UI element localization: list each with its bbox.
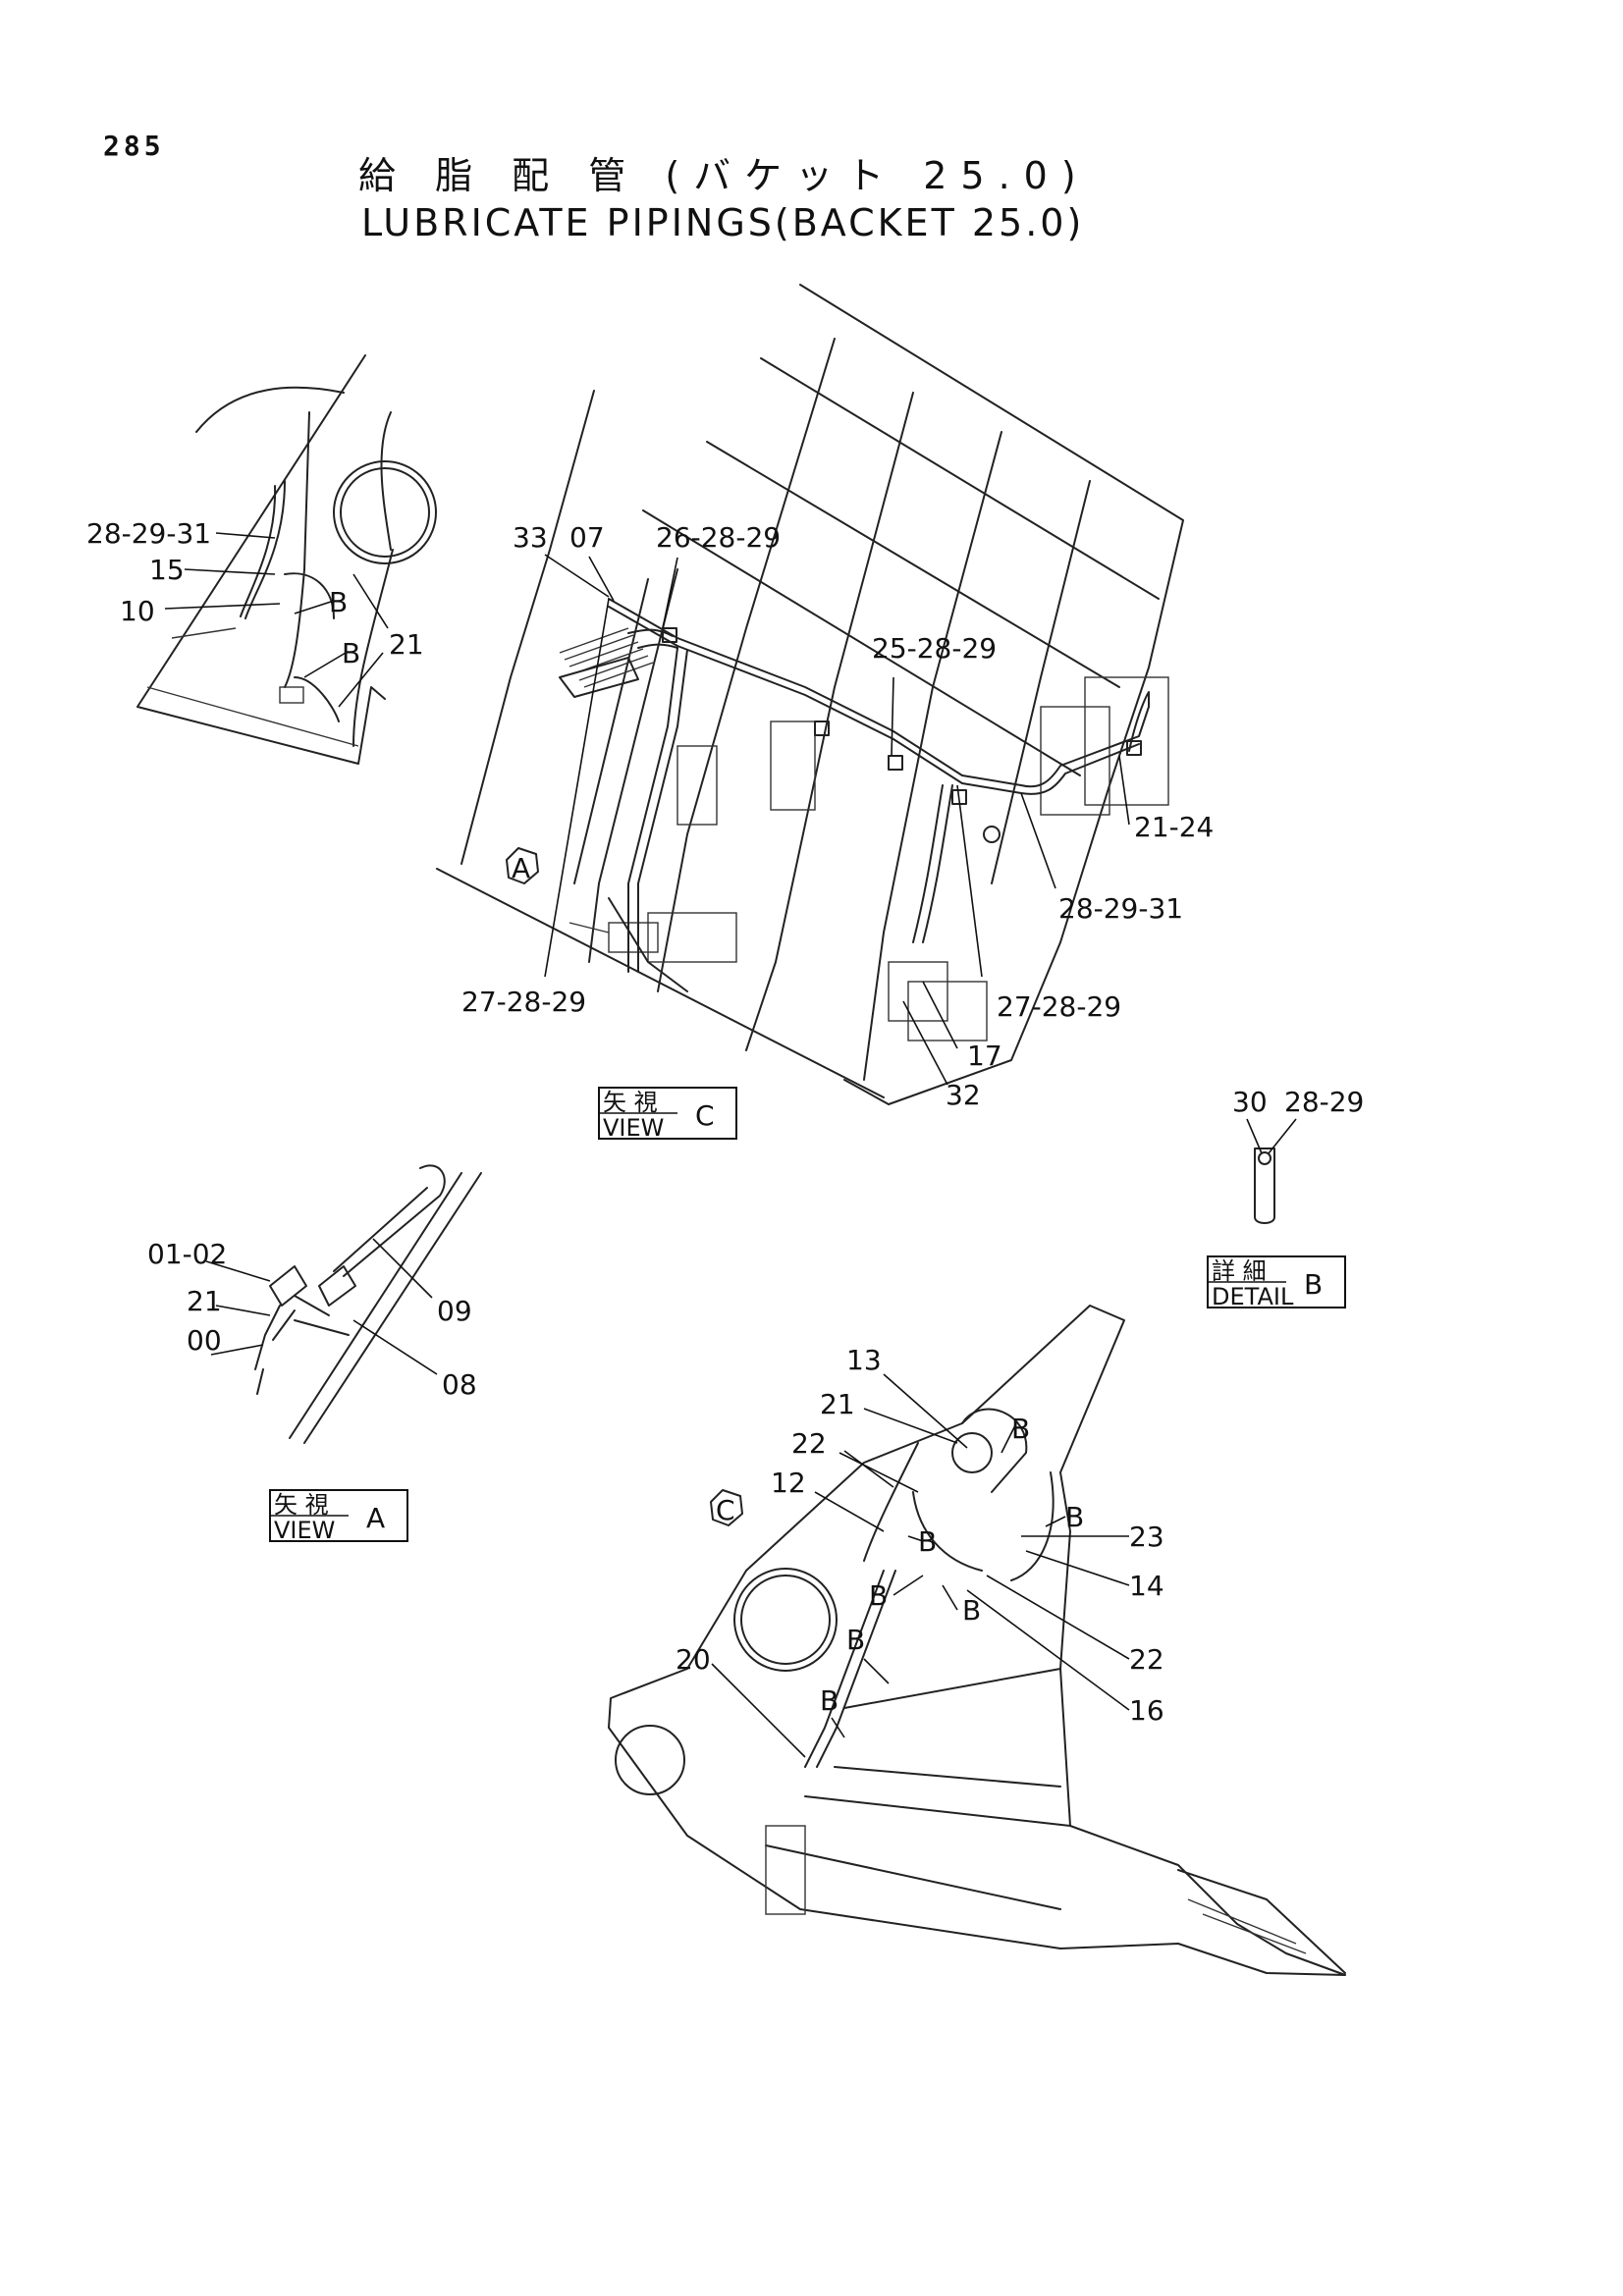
title-japanese: 給 脂 配 管 (バケット 25.0) — [358, 154, 1090, 197]
label-21-view-a: 21 — [187, 1285, 222, 1317]
label-30: 30 — [1232, 1086, 1268, 1118]
label-28-29-31-center: 28-29-31 — [1058, 892, 1183, 925]
page-number: 285 — [103, 130, 165, 162]
label-b-left-1: B — [329, 586, 348, 618]
label-22-lower: 22 — [1129, 1643, 1164, 1676]
label-26-28-29: 26-28-29 — [656, 521, 781, 554]
view-c-marker: C — [710, 1489, 743, 1526]
label-27-28-29-left: 27-28-29 — [461, 986, 586, 1018]
view-c-jp: 矢 視 — [603, 1089, 658, 1116]
label-00: 00 — [187, 1324, 222, 1357]
label-23: 23 — [1129, 1521, 1164, 1553]
view-c-letter: C — [695, 1099, 715, 1132]
view-c-marker-letter: C — [716, 1494, 735, 1526]
label-b-bucket-1: B — [1011, 1413, 1030, 1445]
view-a-en: VIEW — [274, 1517, 335, 1544]
labels-view-a: 01-02 21 00 09 08 — [147, 1238, 477, 1401]
labels-detail-b: 30 28-29 — [1232, 1086, 1364, 1118]
label-01-02: 01-02 — [147, 1238, 227, 1270]
label-b-bucket-5: B — [962, 1594, 981, 1627]
label-27-28-29-right: 27-28-29 — [997, 990, 1121, 1023]
view-c-en: VIEW — [603, 1114, 664, 1142]
label-b-left-2: B — [342, 637, 360, 669]
labels-bucket: 13 21 22 12 B B B 23 B 14 B B 22 20 B 16 — [676, 1344, 1164, 1727]
detail-b-caption: 詳 細 DETAIL B — [1207, 1255, 1346, 1310]
detail-b-jp: 詳 細 — [1212, 1257, 1267, 1285]
label-b-bucket-7: B — [820, 1684, 839, 1717]
detail-b-en: DETAIL — [1212, 1283, 1294, 1310]
label-07: 07 — [569, 521, 605, 554]
view-a-marker: A — [506, 847, 539, 884]
view-a-caption: 矢 視 VIEW A — [269, 1489, 408, 1544]
label-16: 16 — [1129, 1694, 1164, 1727]
label-b-bucket-6: B — [846, 1624, 865, 1656]
leader-lines — [164, 532, 1130, 1758]
detail-b-part — [1246, 1118, 1297, 1224]
label-28-29-31-left: 28-29-31 — [86, 517, 211, 550]
labels-center-top: 33 07 26-28-29 25-28-29 21-24 28-29-31 2… — [461, 521, 1214, 1111]
label-32: 32 — [946, 1079, 981, 1111]
view-a-letter: A — [366, 1502, 385, 1534]
view-a-marker-letter: A — [512, 852, 530, 884]
label-12: 12 — [771, 1467, 806, 1499]
label-b-bucket-2: B — [1065, 1501, 1084, 1533]
view-a-jp: 矢 視 — [274, 1491, 329, 1519]
label-b-bucket-4: B — [869, 1579, 888, 1612]
title-english: LUBRICATE PIPINGS(BACKET 25.0) — [361, 201, 1085, 244]
left-side-view — [136, 354, 437, 765]
label-21-24: 21-24 — [1134, 811, 1214, 843]
label-20: 20 — [676, 1643, 711, 1676]
label-10: 10 — [120, 595, 155, 627]
top-view-c: A — [436, 284, 1184, 1105]
view-a-part — [254, 1164, 482, 1444]
label-09: 09 — [437, 1295, 472, 1327]
label-25-28-29: 25-28-29 — [872, 632, 997, 665]
label-17: 17 — [967, 1040, 1002, 1072]
label-21-bucket: 21 — [820, 1388, 855, 1420]
grease-manifold — [559, 627, 678, 698]
label-28-29-detail: 28-29 — [1284, 1086, 1364, 1118]
bucket-body: C — [608, 1305, 1346, 1976]
label-08: 08 — [442, 1368, 477, 1401]
label-13: 13 — [846, 1344, 882, 1376]
label-21-left: 21 — [389, 628, 424, 661]
view-c-caption: 矢 視 VIEW C — [598, 1087, 737, 1142]
label-b-bucket-3: B — [918, 1525, 937, 1558]
label-14: 14 — [1129, 1570, 1164, 1602]
label-15: 15 — [149, 554, 185, 586]
label-33: 33 — [513, 521, 548, 554]
detail-b-letter: B — [1304, 1268, 1323, 1301]
label-22-upper: 22 — [791, 1427, 827, 1460]
labels-left-top: 28-29-31 15 10 B B 21 — [86, 517, 424, 669]
